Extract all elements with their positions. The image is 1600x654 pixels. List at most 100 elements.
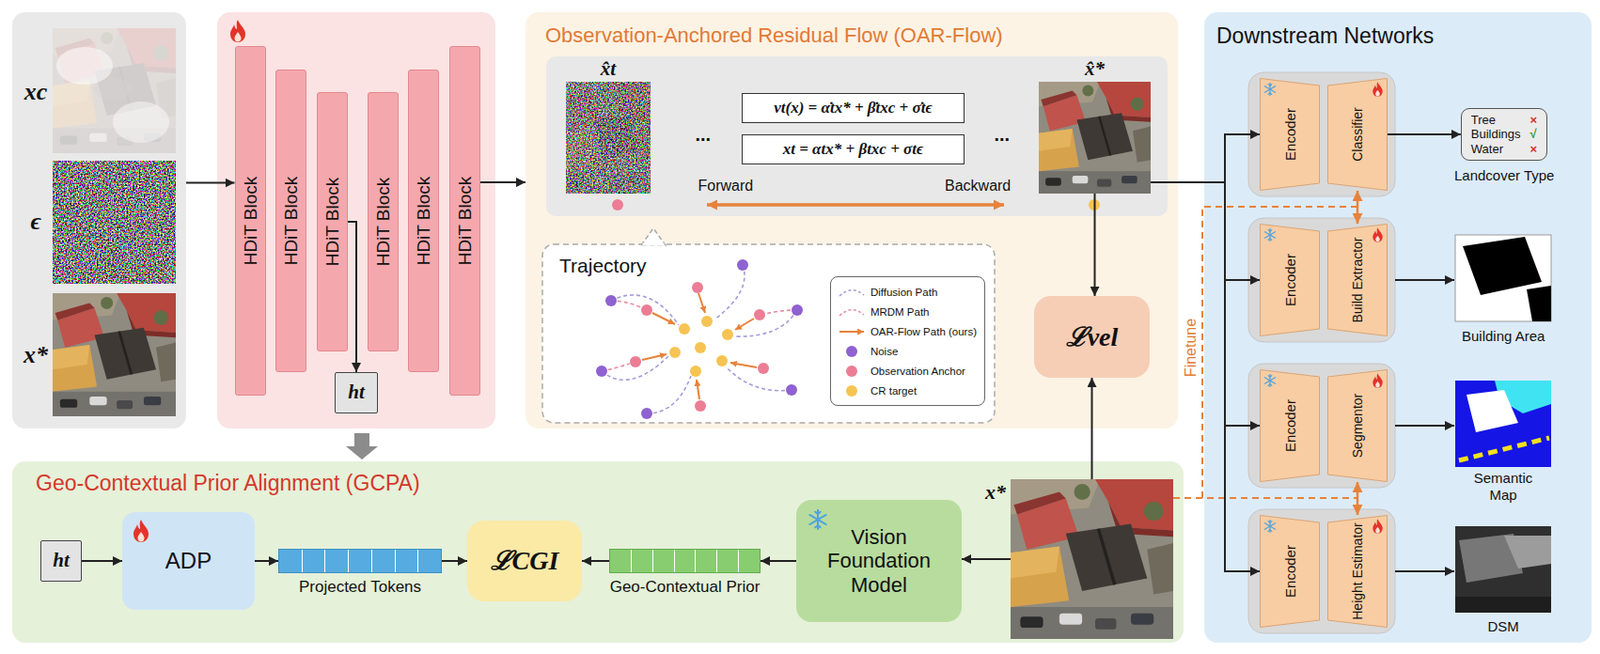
row-box [1248,218,1396,343]
trajectory-art [733,310,798,337]
cloudy-image [52,28,176,154]
flow-connector [1150,182,1260,572]
token-cell [631,549,654,573]
trajectory-art [596,259,803,420]
flow-arrow [706,203,1004,207]
image-label: x̂* [1084,58,1105,80]
image-tile: x̂t [565,81,651,194]
trajectory-art [753,309,766,321]
encoder-block-shape [1260,516,1320,628]
block-label: HDiT Block [455,176,474,267]
trajectory-art [601,265,798,414]
noise-image [52,160,176,284]
finetune-label: Finetune [1183,318,1199,377]
block-label: HDiT Block [282,176,300,267]
box-label: Vision Foundation Model [810,525,948,597]
legend-sample [838,326,865,338]
encoder-block-shape [1260,78,1320,191]
image-tile: x̂* [1038,81,1151,194]
bar-label: Geo-Contextual Prior [610,578,761,597]
legend-row: Observation Anchor [838,360,977,381]
frozen-icon [1263,228,1277,242]
legend-sample [838,306,865,318]
box-label: ADP [165,548,212,576]
trajectory-art [601,355,670,380]
height-map [1504,535,1552,569]
frozen-icon [1264,83,1275,96]
box-label: ht [52,549,70,573]
output-label: Landcover Type [1454,167,1554,185]
hdit-block: HDiT Block [449,46,481,396]
feature-box: ht [334,372,378,414]
token-cell [325,549,349,573]
box-label: ℒvel [1066,321,1119,354]
legend-row: Noise [838,341,977,361]
legend-swatch [846,345,858,358]
token-cell [653,549,675,573]
check-mark: × [1530,141,1538,157]
flow-connector [1150,182,1260,281]
output-arrow [1395,279,1455,282]
legend-label: Noise [870,345,898,358]
trajectory-art [678,323,691,335]
frozen-icon [1264,375,1275,388]
flow-connector [1387,133,1461,136]
trainable-icon [1371,518,1384,534]
legend-row: MRDM Path [838,301,977,322]
anchor-dot [611,199,624,211]
trajectory-frame [643,243,665,247]
flow-connector [1091,377,1094,480]
encoder-block: Encoder [1259,515,1320,628]
legend-swatch [846,365,858,377]
height-map [1455,596,1552,613]
output-label: Building Area [1461,328,1545,346]
trajectory-frame [641,228,666,246]
noisy-image [565,81,651,194]
panel-title: Observation-Anchored Residual Flow (OAR-… [545,23,1004,48]
bar-label: Projected Tokens [298,578,422,597]
frozen-icon [807,509,829,531]
block-label: Encoder [1283,108,1298,161]
building-mask [1455,235,1552,322]
landcover-box: Tree×Buildings√Water× [1460,108,1548,162]
legend-row: Diffusion Path [838,282,977,302]
trajectory-art [629,282,769,412]
cloudy-image [56,47,113,85]
panel-ground [12,461,1184,644]
trajectory-art [641,407,653,420]
box-label: ℒCGI [490,545,560,578]
height-map [1455,526,1552,613]
block-label: Encoder [1283,253,1298,307]
restored-image [1038,81,1151,194]
block-label: Encoder [1283,399,1298,453]
panel-ground [546,56,1168,217]
block-label: HDiT Block [241,176,260,267]
encoder-block: Encoder [1259,223,1320,337]
trajectory-art [757,362,769,375]
block-label: Build Extractor [1350,236,1365,323]
panel-ground [1204,12,1592,644]
trainable-icon [1372,373,1382,389]
semantic-map [1455,380,1552,468]
output-label: Semantic Map [1465,470,1541,504]
trajectory-art [605,295,617,307]
legend-label: CR target [870,385,917,397]
trainable-icon [1372,227,1382,243]
block-label: Classifier [1350,107,1365,162]
trajectory-art [696,379,700,400]
semantic-map [1458,438,1550,461]
class-label: Water [1471,141,1522,157]
flow-connector [760,560,797,563]
output-arrow [1395,424,1455,427]
token-cell [302,549,327,573]
block-label: Height Estimator [1350,522,1365,620]
token-bar: Geo-Contextual Prior [609,549,761,574]
block-label: HDiT Block [414,176,433,267]
output-arrow [1395,280,1455,572]
decoder-block: Build Extractor [1327,223,1388,337]
panel-ground [525,12,1178,429]
row-box [1248,363,1396,488]
noisy-image [565,81,651,194]
trainable-icon [131,519,151,543]
flow-connector [961,558,1011,561]
